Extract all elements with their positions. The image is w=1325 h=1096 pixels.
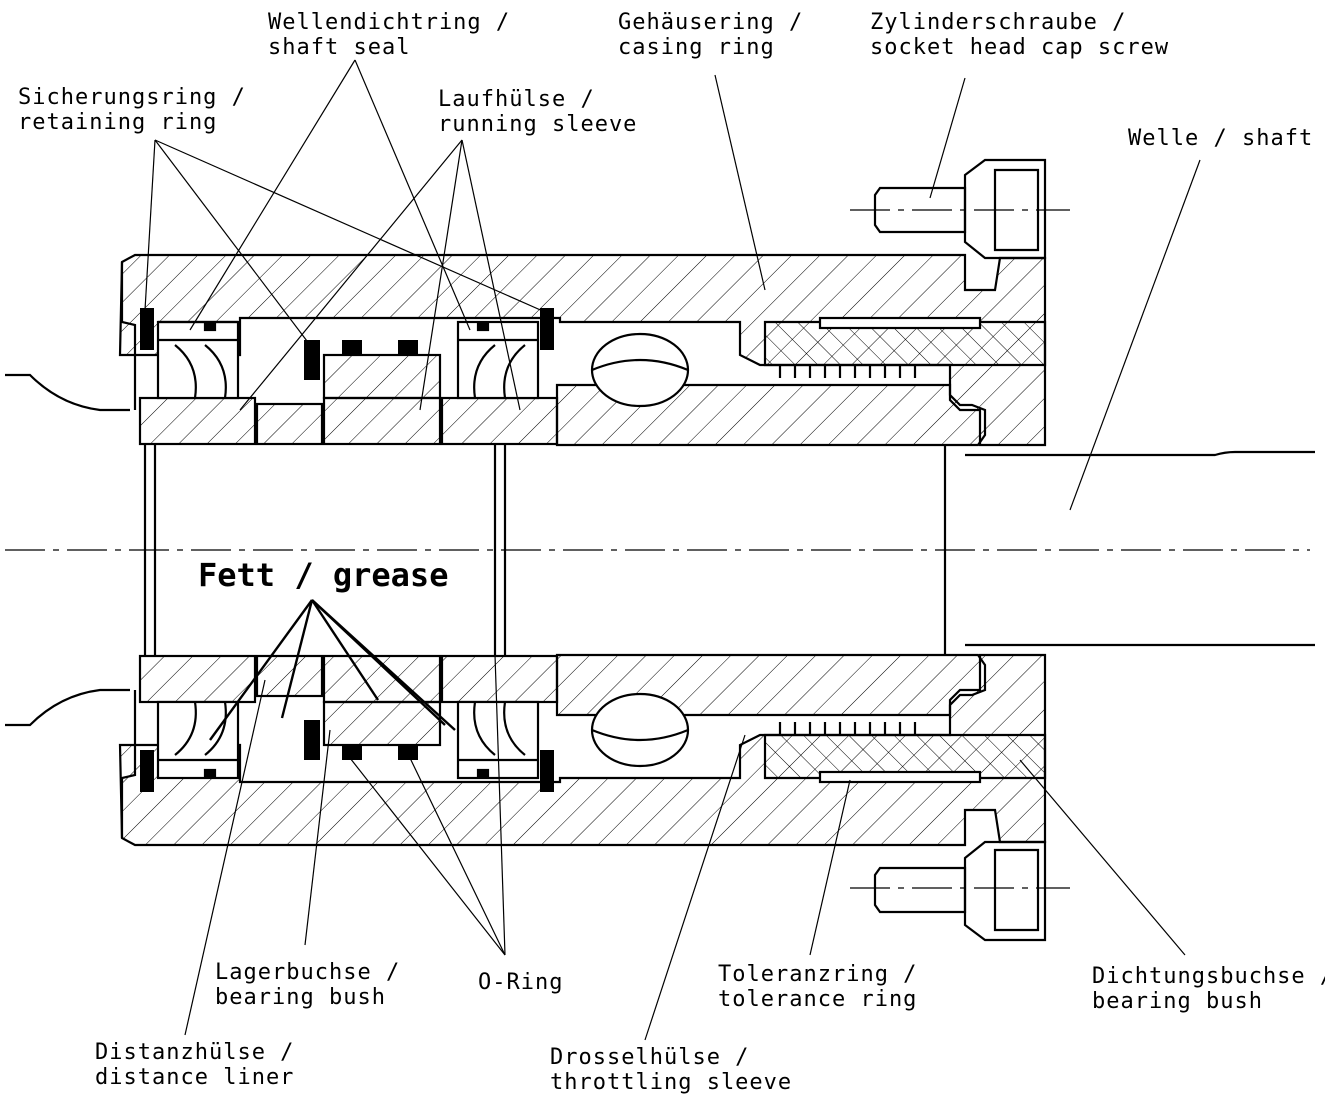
label-bearing-bush-line2: bearing bush — [215, 985, 386, 1010]
shaft-seal-left-lower — [156, 700, 240, 780]
label-tolerance-ring-line1: Toleranzring / — [718, 962, 918, 987]
right-shaft — [965, 450, 1315, 647]
label-cap-screw: Zylinderschraube / socket head cap screw — [870, 10, 1169, 60]
label-cap-screw-line2: socket head cap screw — [870, 35, 1170, 60]
label-o-ring: O-Ring — [478, 970, 563, 995]
cap-screw-lower — [873, 840, 1047, 942]
label-sealing-bush: Dichtungsbuchse / bearing bush — [1092, 964, 1325, 1014]
label-casing-ring-line1: Gehäusering / — [618, 10, 804, 35]
label-distance-liner-line1: Distanzhülse / — [95, 1040, 295, 1065]
label-shaft: Welle / shaft — [1128, 126, 1313, 151]
grease-leaders — [209, 599, 456, 741]
label-throttling-sleeve-line2: throttling sleeve — [550, 1070, 793, 1095]
label-casing-ring-line2: casing ring — [618, 35, 775, 60]
label-running-sleeve: Laufhülse / running sleeve — [438, 87, 637, 137]
o-rings — [342, 340, 418, 760]
throttle-port-lower — [590, 692, 690, 768]
label-shaft-seal: Wellendichtring / shaft seal — [268, 10, 510, 60]
retaining-rings — [140, 308, 554, 792]
label-retaining-ring-line2: retaining ring — [18, 110, 218, 135]
label-distance-liner: Distanzhülse / distance liner — [95, 1040, 294, 1090]
label-bearing-bush: Lagerbuchse / bearing bush — [215, 960, 400, 1010]
label-retaining-ring-line1: Sicherungsring / — [18, 85, 246, 110]
label-casing-ring: Gehäusering / casing ring — [618, 10, 803, 60]
shaft-seal-right-upper — [456, 320, 540, 400]
label-running-sleeve-line2: running sleeve — [438, 112, 638, 137]
label-running-sleeve-line1: Laufhülse / — [438, 87, 595, 112]
shaft-seal-left-upper — [156, 320, 240, 400]
sealing-bush-lower — [763, 722, 1047, 784]
left-shaft-stub — [5, 373, 130, 727]
label-bearing-bush-line1: Lagerbuchse / — [215, 960, 401, 985]
bearing-bush-lower — [322, 700, 442, 747]
label-throttling-sleeve: Drosselhülse / throttling sleeve — [550, 1045, 792, 1095]
label-distance-liner-line2: distance liner — [95, 1065, 295, 1090]
label-cap-screw-line1: Zylinderschraube / — [870, 10, 1127, 35]
label-sealing-bush-line1: Dichtungsbuchse / — [1092, 964, 1325, 989]
label-retaining-ring: Sicherungsring / retaining ring — [18, 85, 246, 135]
label-throttling-sleeve-line1: Drosselhülse / — [550, 1045, 750, 1070]
leader-lines — [144, 59, 1201, 1041]
label-o-ring-line1: O-Ring — [478, 970, 564, 995]
sealing-bush-upper — [763, 316, 1047, 378]
label-shaft-line1: Welle / shaft — [1128, 126, 1314, 151]
label-shaft-seal-line2: shaft seal — [268, 35, 411, 60]
label-sealing-bush-line2: bearing bush — [1092, 989, 1263, 1014]
running-sleeve-upper — [138, 383, 987, 447]
label-shaft-seal-line1: Wellendichtring / — [268, 10, 511, 35]
throttle-port-upper — [590, 332, 690, 408]
label-tolerance-ring-line2: tolerance ring — [718, 987, 918, 1012]
label-grease: Fett / grease — [198, 556, 449, 594]
bearing-bush-upper — [322, 353, 442, 400]
label-tolerance-ring: Toleranzring / tolerance ring — [718, 962, 917, 1012]
cap-screw-upper — [873, 158, 1047, 260]
